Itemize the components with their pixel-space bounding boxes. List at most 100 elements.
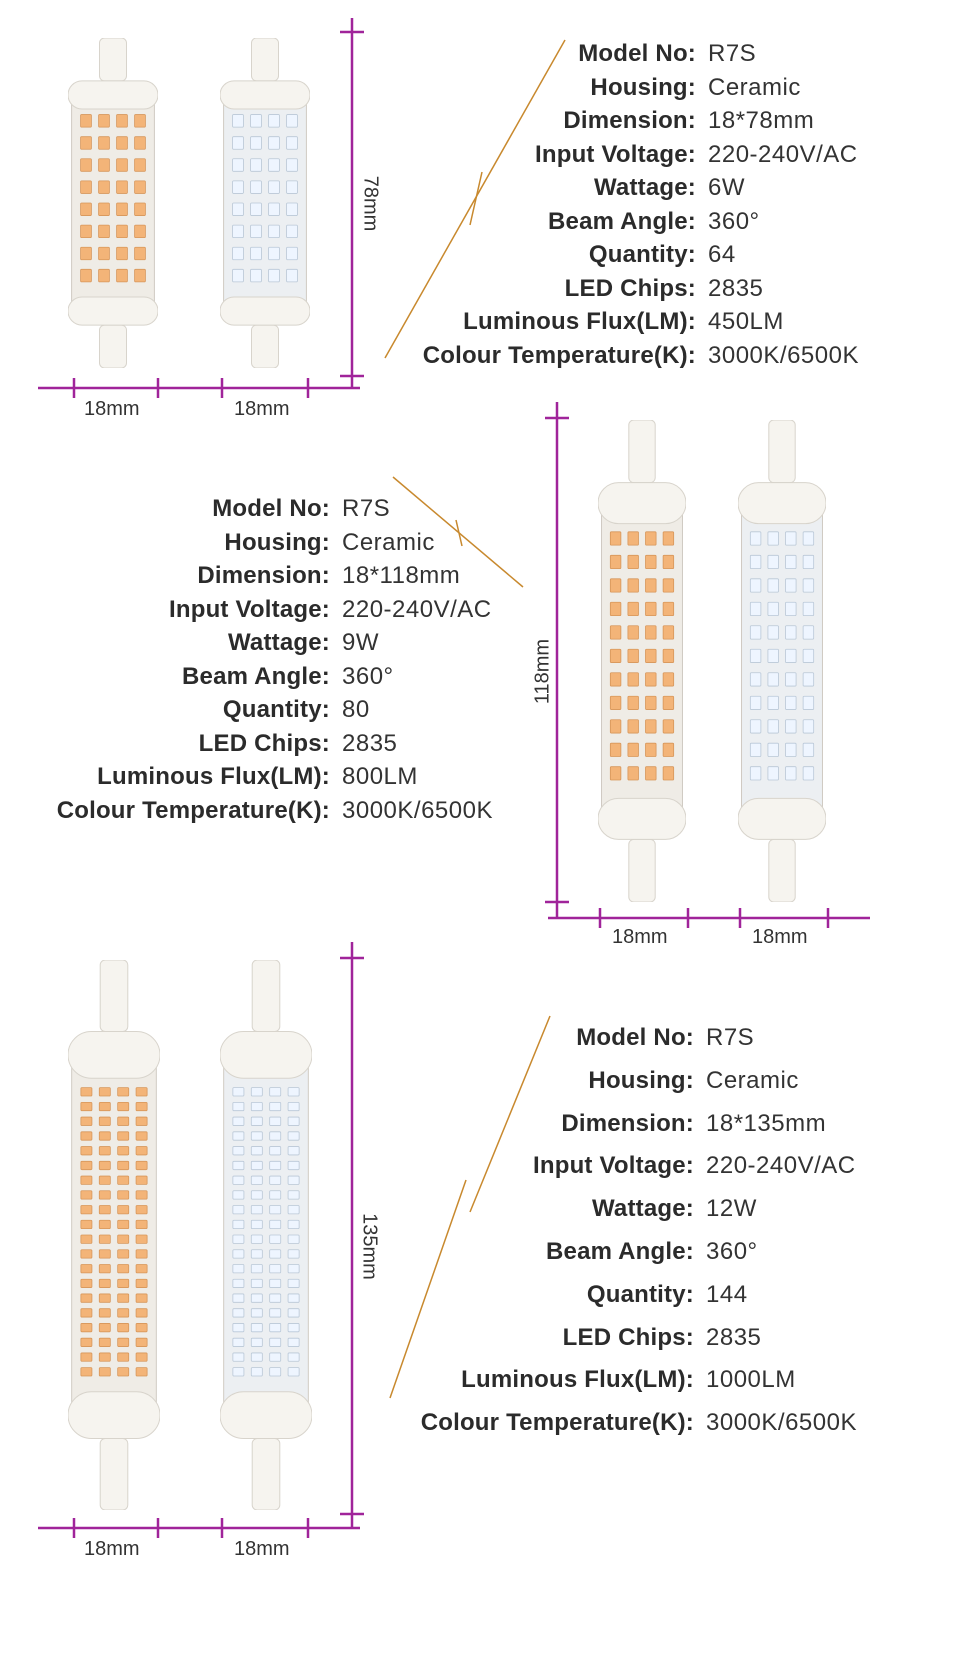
spec-value: R7S: [706, 1024, 755, 1051]
spec-label: Model No:: [578, 40, 696, 67]
bulb-graphic: [737, 419, 827, 903]
bulb-graphic: [67, 959, 161, 1511]
spec-row: LED Chips:2835: [400, 275, 960, 305]
spec-label: Colour Temperature(K):: [56, 796, 330, 824]
product-section-118mm: 118mm 18mm 18mm Model No: R7S Housing:Cera…: [0, 402, 960, 1020]
spec-row: Model No: R7S: [0, 495, 520, 525]
bulb-graphic: [67, 37, 159, 369]
spec-label: Wattage:: [227, 629, 330, 656]
spec-row: LED Chips: 2835: [0, 730, 520, 760]
width-label-left: 18mm: [612, 926, 668, 948]
width-label-right: 18mm: [234, 398, 290, 420]
spec-row: Luminous Flux(LM): 1000LM: [398, 1366, 958, 1396]
width-label-left: 18mm: [84, 398, 140, 420]
spec-row: Dimension: 18*118mm: [0, 562, 520, 592]
bulb-cool-white: [219, 37, 311, 369]
bulb-graphic: [219, 37, 311, 369]
spec-label: Model No:: [212, 495, 330, 522]
spec-row: Beam Angle:360°: [398, 1238, 958, 1268]
spec-label: Beam Angle:: [547, 207, 696, 235]
spec-row: Housing:Ceramic: [0, 529, 520, 559]
spec-label: Dimension:: [563, 107, 696, 134]
spec-value: 6W: [708, 174, 745, 201]
bulb-cool-white: [737, 419, 827, 903]
dimension-lines: [38, 942, 551, 1538]
spec-value: 360°: [342, 662, 394, 690]
spec-label: Quantity:: [222, 696, 330, 723]
spec-row: Housing: Ceramic: [398, 1067, 958, 1097]
spec-value: 9W: [342, 629, 379, 656]
length-label: 135mm: [358, 1213, 381, 1280]
spec-row: Quantity: 80: [0, 696, 520, 726]
spec-value: 450LM: [708, 308, 784, 335]
spec-row: Wattage:6W: [400, 174, 960, 204]
width-label-right: 18mm: [752, 926, 808, 948]
spec-row: LED Chips: 2835: [398, 1324, 958, 1354]
spec-value: 800LM: [342, 763, 418, 790]
product-section-135mm: 135mm 18mm 18mm Model No: R7S Housing: Cera…: [0, 942, 960, 1664]
spec-value: 64: [708, 241, 736, 268]
spec-row: Luminous Flux(LM): 450LM: [400, 308, 960, 338]
spec-row: Model No: R7S: [398, 1024, 958, 1054]
spec-value: 144: [706, 1280, 748, 1308]
spec-label: Quantity:: [586, 1280, 694, 1308]
spec-row: Quantity: 64: [400, 241, 960, 271]
spec-label: Housing:: [224, 528, 330, 556]
spec-value: Ceramic: [706, 1066, 799, 1094]
spec-row: Luminous Flux(LM): 800LM: [0, 763, 520, 793]
spec-row: Colour Temperature(K):3000K/6500K: [0, 797, 520, 827]
spec-label: Luminous Flux(LM):: [463, 308, 696, 335]
spec-value: R7S: [708, 40, 757, 67]
spec-label: Housing:: [588, 1066, 694, 1094]
spec-row: Wattage: 9W: [0, 629, 520, 659]
spec-value: Ceramic: [708, 73, 801, 101]
spec-value: 1000LM: [706, 1366, 796, 1394]
spec-label: LED Chips:: [562, 1323, 694, 1351]
spec-value: 2835: [706, 1323, 762, 1351]
spec-label: Quantity:: [588, 241, 696, 268]
spec-row: Wattage:12W: [398, 1195, 958, 1225]
spec-value: 220-240V/AC: [708, 140, 858, 168]
spec-label: LED Chips:: [198, 729, 330, 757]
bulb-cool-white: [219, 959, 313, 1511]
spec-row: Colour Temperature(K):3000K/6500K: [398, 1409, 958, 1439]
spec-row: Beam Angle: 360°: [0, 663, 520, 693]
spec-value: 18*118mm: [342, 562, 461, 589]
spec-row: Dimension:18*78mm: [400, 107, 960, 137]
spec-row: Input Voltage:220-240V/AC: [400, 141, 960, 171]
bulb-warm-white: [67, 37, 159, 369]
spec-value: 360°: [708, 207, 760, 235]
spec-value: R7S: [342, 495, 391, 522]
spec-label: Beam Angle:: [545, 1238, 694, 1265]
spec-label: Luminous Flux(LM):: [461, 1366, 694, 1394]
spec-value: 3000K/6500K: [706, 1409, 857, 1437]
spec-label: Input Voltage:: [168, 595, 330, 623]
spec-label: Input Voltage:: [532, 1152, 694, 1180]
bulb-warm-white: [67, 959, 161, 1511]
spec-row: Dimension: 18*135mm: [398, 1110, 958, 1140]
spec-row: Input Voltage:220-240V/AC: [0, 596, 520, 626]
spec-label: Model No:: [576, 1024, 694, 1051]
spec-row: Colour Temperature(K):3000K/6500K: [400, 342, 960, 372]
spec-label: Beam Angle:: [181, 662, 330, 690]
spec-value: 3000K/6500K: [708, 341, 859, 369]
width-label-right: 18mm: [234, 1538, 290, 1560]
spec-value: 220-240V/AC: [706, 1152, 856, 1180]
length-label: 78mm: [359, 175, 382, 232]
spec-row: Input Voltage: 220-240V/AC: [398, 1152, 958, 1182]
spec-value: 2835: [342, 729, 398, 757]
width-label-left: 18mm: [84, 1538, 140, 1560]
length-label: 118mm: [531, 638, 554, 705]
spec-label: Luminous Flux(LM):: [97, 763, 330, 790]
spec-value: 18*135mm: [706, 1109, 827, 1137]
spec-value: 12W: [706, 1195, 757, 1223]
spec-value: 80: [342, 696, 370, 723]
spec-row: Model No: R7S: [400, 40, 960, 70]
spec-row: Quantity: 144: [398, 1281, 958, 1311]
spec-label: Dimension:: [561, 1109, 694, 1137]
spec-label: LED Chips:: [564, 274, 696, 302]
spec-row: Beam Angle: 360°: [400, 208, 960, 238]
spec-label: Dimension:: [197, 562, 330, 589]
